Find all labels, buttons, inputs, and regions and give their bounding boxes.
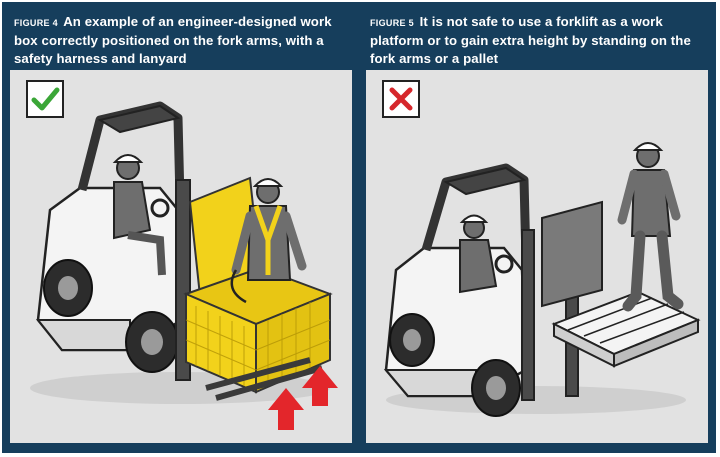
rear-wheel-hub xyxy=(403,329,421,351)
figure-4-label: FIGURE 4 xyxy=(14,18,58,28)
up-arrow-left xyxy=(268,388,304,430)
figure-5-caption-text: It is not safe to use a forklift as a wo… xyxy=(370,14,691,66)
forklift-with-person-on-pallet-drawing xyxy=(383,142,701,417)
lanyard xyxy=(230,269,247,304)
figure-5-panel: FIGURE 5 It is not safe to use a forklif… xyxy=(360,4,712,451)
pallet-slats xyxy=(567,297,685,344)
figure-5-label: FIGURE 5 xyxy=(370,18,414,28)
worker-legs xyxy=(622,230,684,312)
forklift-with-work-box-drawing xyxy=(30,101,338,430)
check-mark-badge xyxy=(26,80,64,118)
overhead-guard-roof xyxy=(97,104,181,134)
driver-torso xyxy=(459,239,498,294)
figure-4-caption: FIGURE 4 An example of an engineer-desig… xyxy=(14,13,350,68)
steering-wheel xyxy=(494,254,514,274)
figure-4-illustration xyxy=(10,70,352,443)
figure-4-caption-text: An example of an engineer-designed work … xyxy=(14,14,332,66)
fork-carriage xyxy=(541,200,603,308)
figure-5-illustration xyxy=(366,70,708,443)
worker-hard-hat xyxy=(252,178,284,187)
figure-4-panel: FIGURE 4 An example of an engineer-desig… xyxy=(4,4,356,451)
driver-legs xyxy=(127,231,166,276)
work-box-mesh xyxy=(185,302,331,386)
driver-hard-hat xyxy=(112,154,144,163)
up-arrow-right xyxy=(302,366,338,406)
steering-wheel xyxy=(150,198,170,218)
mast-left xyxy=(521,229,535,401)
fork-arms xyxy=(205,357,323,401)
cross-mark-icon xyxy=(389,87,413,111)
front-wheel-hub xyxy=(486,376,506,400)
driver-torso xyxy=(113,181,152,240)
overhead-guard-roof xyxy=(443,166,527,196)
forklift-body-side xyxy=(35,319,131,351)
forklift-body-side xyxy=(383,369,477,397)
safety-harness xyxy=(253,205,283,275)
figure-frame: FIGURE 4 An example of an engineer-desig… xyxy=(2,2,716,453)
worker-torso xyxy=(630,169,672,237)
worker-hard-hat xyxy=(632,142,664,151)
worker-arms xyxy=(617,169,681,225)
pallet-side xyxy=(613,318,699,368)
worker-arms xyxy=(231,211,307,275)
front-wheel-hub xyxy=(141,329,163,355)
cross-mark-badge xyxy=(382,80,420,118)
check-mark-icon xyxy=(31,87,60,111)
figure-5-caption: FIGURE 5 It is not safe to use a forklif… xyxy=(370,13,706,68)
rear-wheel-hub xyxy=(58,276,78,300)
driver-hard-hat xyxy=(459,214,489,223)
